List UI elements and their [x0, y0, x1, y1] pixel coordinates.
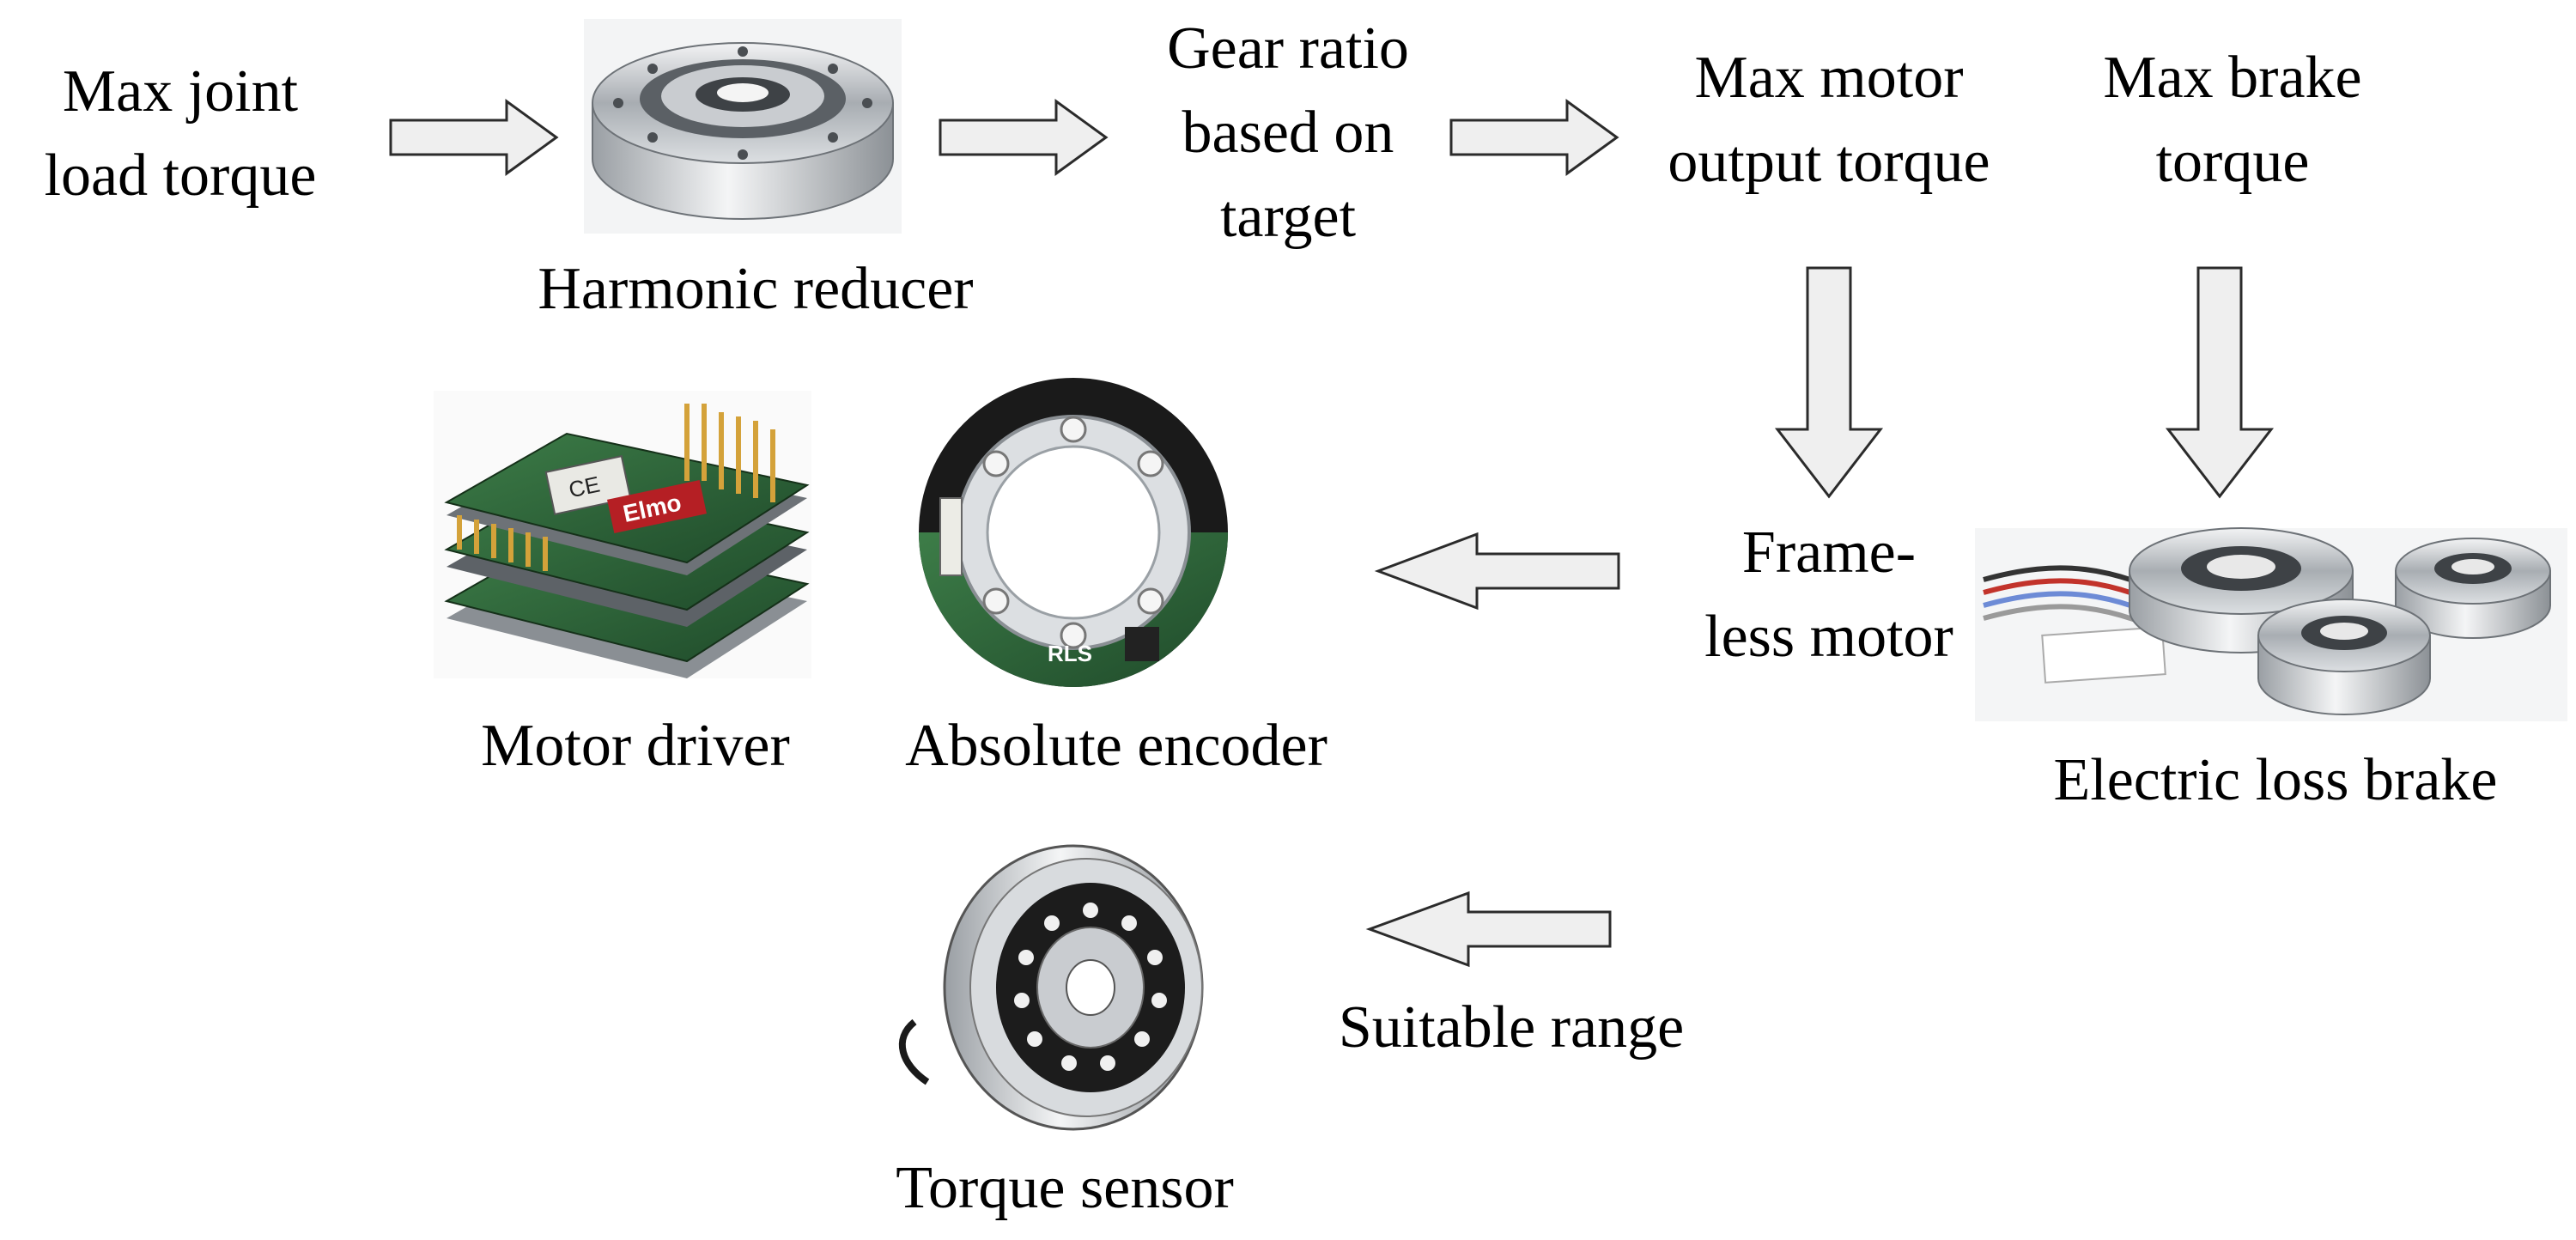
- absolute-encoder-image: RLS: [919, 378, 1228, 687]
- suitable-range-label: Suitable range: [1338, 994, 1685, 1061]
- arrow-left-sensor: [1365, 890, 1612, 968]
- arrow-right-2: [939, 99, 1109, 176]
- arrow-right-3: [1449, 99, 1619, 176]
- absolute-encoder-caption: Absolute encoder: [905, 713, 1327, 779]
- electric-loss-brake-image: [1975, 527, 2567, 721]
- frameless-motor-label: Frame- less motor: [1704, 520, 1953, 670]
- arrow-down-motor: [1774, 266, 1884, 499]
- torque-sensor-caption: Torque sensor: [896, 1155, 1234, 1221]
- arrow-down-brake: [2165, 266, 2275, 499]
- arrow-left-encoder: [1374, 532, 1620, 611]
- harmonic-reducer-image: [584, 19, 902, 234]
- max-joint-load-torque-label: Max joint load torque: [44, 58, 317, 209]
- encoder-brand-logo: RLS: [1048, 641, 1092, 666]
- electric-loss-brake-caption: Electric loss brake: [2053, 747, 2498, 813]
- gear-ratio-label: Gear ratio based on target: [1167, 15, 1409, 250]
- arrow-right-1: [389, 99, 559, 176]
- motor-driver-caption: Motor driver: [481, 713, 790, 779]
- driver-ce-mark: CE: [567, 471, 603, 503]
- torque-sensor-image: [898, 844, 1204, 1131]
- max-motor-output-torque-label: Max motor output torque: [1668, 45, 1990, 195]
- motor-driver-image: CE Elmo: [434, 391, 811, 678]
- max-brake-torque-label: Max brake torque: [2103, 45, 2362, 195]
- harmonic-reducer-caption: Harmonic reducer: [538, 256, 974, 322]
